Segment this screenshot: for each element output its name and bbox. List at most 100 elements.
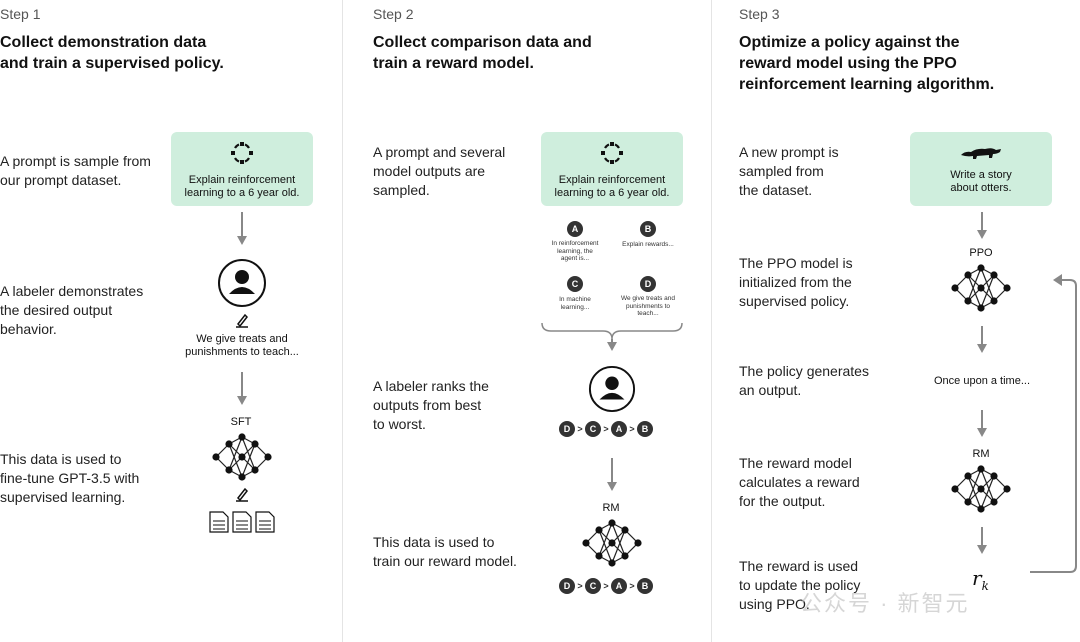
output-line: learning... (560, 303, 590, 311)
nn-node (977, 284, 985, 292)
step-title: Optimize a policy against the reward mod… (739, 32, 994, 95)
nn-node (608, 559, 616, 567)
reward-subscript: k (981, 579, 989, 593)
nn-edge (980, 267, 995, 302)
output-letter-badge: B (640, 221, 656, 237)
nn-node (238, 473, 246, 481)
output-letter-badge: D (640, 276, 656, 292)
rank-badge: C (585, 578, 601, 594)
reward-symbol: rk (972, 566, 989, 593)
step-description: The policy generates an output. (739, 362, 869, 400)
nn-edge (598, 522, 613, 557)
desc-line: the desired output (0, 302, 113, 318)
nn-node (251, 466, 259, 474)
arrow-down-icon (607, 458, 617, 491)
rank-badge: A (611, 578, 627, 594)
nn-node (977, 304, 985, 312)
output-text: Explain rewards... (612, 241, 684, 249)
arrow-down-icon (977, 326, 987, 353)
desc-line: This data is used to (373, 534, 495, 550)
prompt-text: Explain reinforcement (188, 174, 296, 186)
nn-edge (611, 529, 626, 564)
nn-node (990, 498, 998, 506)
desc-line: The reward is used (739, 558, 859, 574)
nn-edge (228, 436, 243, 471)
column-divider-2 (711, 0, 712, 642)
step-description: The reward is used to update the policy … (739, 557, 860, 614)
prompt-text: Write a story (950, 169, 1012, 181)
nn-node (238, 433, 246, 441)
step-description: This data is used to train our reward mo… (373, 533, 517, 571)
nn-node (990, 271, 998, 279)
labeler-person-icon (588, 365, 636, 413)
cycle-icon (231, 142, 253, 164)
arrow-down-icon (237, 212, 247, 245)
nn-node (595, 552, 603, 560)
feedback-loop-arrow (1030, 274, 1077, 573)
step-label: Step 1 (0, 6, 41, 22)
output-line: teach... (637, 310, 659, 317)
nn-node (964, 472, 972, 480)
desc-line: A new prompt is (739, 144, 839, 160)
nn-edge (967, 475, 982, 510)
neural-network-icon (212, 433, 272, 481)
desc-line: The PPO model is (739, 255, 853, 271)
prompt-text: Explain reinforcement (558, 174, 666, 186)
desc-line: train our reward model. (373, 553, 517, 569)
bracket-icon (541, 322, 683, 351)
desc-line: A prompt is sample from (0, 153, 151, 169)
nn-edge (228, 443, 243, 478)
pencil-icon (236, 487, 248, 502)
desc-line: A prompt and several (373, 144, 506, 160)
arrow-down-icon (977, 212, 987, 239)
watermark: 公众号 · 新智元 (800, 591, 970, 616)
nn-node (225, 440, 233, 448)
rank-badge: B (637, 421, 653, 437)
nn-node (1003, 485, 1011, 493)
nn-edge (241, 436, 256, 471)
ranking: D > C > A > B (559, 421, 653, 437)
step-description: The PPO model is initialized from the su… (739, 254, 853, 311)
rank-badge: B (637, 578, 653, 594)
step-description: A labeler demonstrates the desired outpu… (0, 282, 143, 339)
desc-line: to update the policy (739, 577, 861, 593)
nn-edge (241, 443, 256, 478)
desc-line: behavior. (0, 321, 57, 337)
output-text: In reinforcement learning, the agent is.… (545, 240, 605, 263)
nn-node (212, 453, 220, 461)
prompt-text: about otters. (950, 182, 1012, 194)
otter-icon (961, 148, 1001, 159)
output-line: learning, the (557, 247, 593, 255)
reward-r: r (972, 566, 982, 590)
step-label: Step 3 (739, 6, 780, 22)
greater-than-icon: > (577, 424, 583, 434)
nn-edge (598, 529, 613, 564)
title-line: reinforcement learning algorithm. (739, 76, 995, 93)
cycle-icon (601, 142, 623, 164)
documents-icon (209, 511, 275, 533)
output-letter-badge: C (567, 276, 583, 292)
nn-node (990, 472, 998, 480)
arrow-down-icon (977, 527, 987, 554)
step-description: A labeler ranks the outputs from best to… (373, 377, 489, 434)
neural-network-icon (951, 465, 1011, 513)
arrow-down-icon (237, 372, 247, 405)
step-title: Collect demonstration data and train a s… (0, 32, 224, 74)
nn-node (621, 526, 629, 534)
nn-node (964, 498, 972, 506)
rank-badge: C (585, 421, 601, 437)
nn-node (608, 539, 616, 547)
nn-edge (967, 274, 982, 309)
step-description: A new prompt is sampled from the dataset… (739, 143, 839, 200)
prompt-text: learning to a 6 year old. (184, 187, 300, 199)
step-label: Step 2 (373, 6, 414, 22)
nn-node (977, 505, 985, 513)
column-divider-1 (342, 0, 343, 642)
title-line: train a reward model. (373, 55, 534, 72)
output-text: In machine learning... (545, 296, 605, 311)
nn-node (225, 466, 233, 474)
pencil-icon (236, 313, 248, 328)
output-line: punishments to teach... (185, 346, 299, 358)
nn-edge (980, 475, 995, 510)
nn-edge (967, 267, 982, 302)
